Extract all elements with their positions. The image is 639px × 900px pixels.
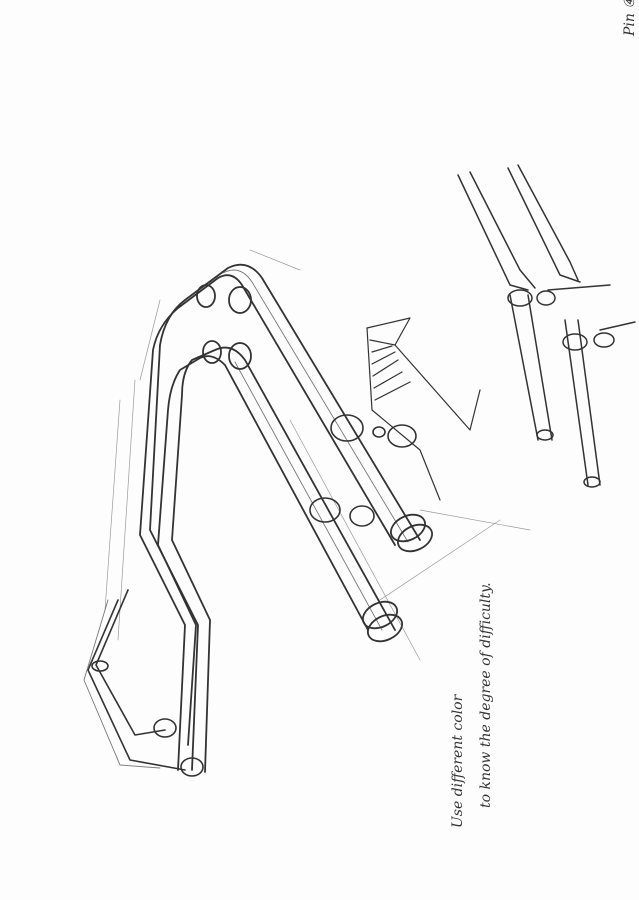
construction-lines — [104, 249, 531, 661]
main-tube-inner — [157, 346, 396, 773]
main-tube-outer — [139, 263, 421, 771]
tube-caps — [196, 284, 433, 643]
hatched-wedge — [366, 317, 481, 501]
annotation-line-1: Use different color — [450, 694, 466, 828]
clip-rings — [309, 414, 417, 527]
tube-bend-left — [83, 589, 204, 777]
rod-assembly-right — [457, 164, 636, 488]
annotation-line-2: to know the degree of difficulty. — [478, 582, 494, 808]
page-label: Pin ④ — [622, 0, 638, 36]
